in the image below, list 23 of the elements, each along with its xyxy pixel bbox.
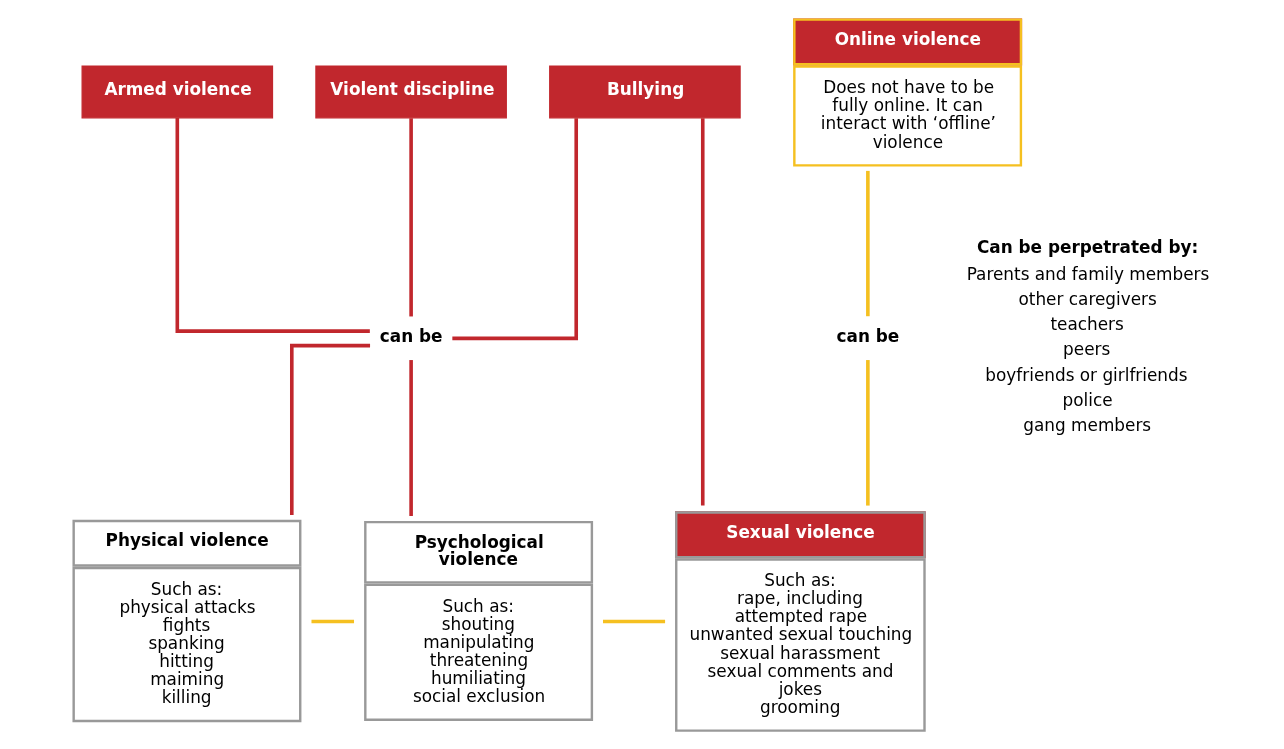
label: police [1062, 390, 1113, 411]
node-text: can be [379, 325, 443, 346]
node-box: Armed violence [81, 65, 273, 119]
connector [602, 619, 665, 624]
label: gang members [1022, 415, 1151, 436]
connector [865, 360, 870, 506]
connector [311, 619, 354, 624]
label: boyfriends or girlfriends [984, 364, 1188, 385]
label: Parents and family members [966, 263, 1209, 284]
connector [865, 170, 870, 317]
label: peers [1062, 339, 1110, 360]
node-text: can be [836, 325, 899, 346]
label: other caregivers [1018, 288, 1157, 309]
connector [451, 118, 578, 341]
node-box: Violent discipline [314, 65, 507, 119]
connector [408, 360, 413, 516]
label: Can be perpetrated by: [976, 237, 1198, 258]
label: teachers [1049, 314, 1124, 335]
node-box: Bullying [548, 65, 741, 119]
connector [408, 118, 413, 317]
connector [700, 118, 705, 506]
connector [175, 117, 370, 333]
connector [289, 343, 370, 515]
